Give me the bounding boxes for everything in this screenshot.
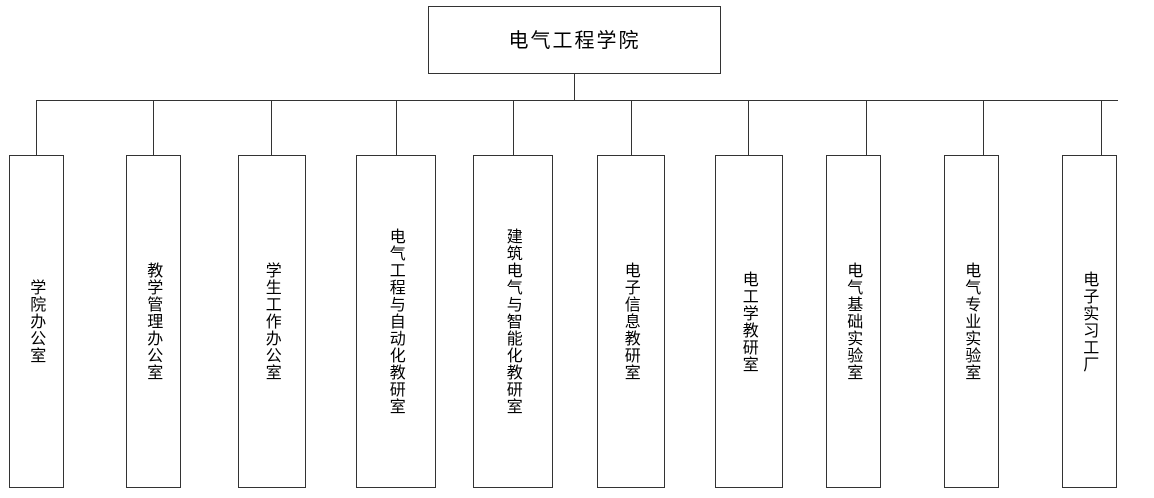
org-node-leaf-4-label: 电气工程与自动化教研室 — [386, 228, 406, 415]
org-node-leaf-1: 学院办公室 — [9, 155, 64, 488]
org-node-leaf-10-label: 电子实习工厂 — [1080, 270, 1100, 373]
org-node-leaf-8-label: 电气基础实验室 — [844, 262, 864, 381]
org-node-leaf-9: 电气专业实验室 — [944, 155, 999, 488]
org-node-leaf-4: 电气工程与自动化教研室 — [356, 155, 436, 488]
org-node-leaf-10: 电子实习工厂 — [1062, 155, 1117, 488]
connector-stem-5 — [513, 100, 514, 155]
org-node-leaf-9-label: 电气专业实验室 — [962, 262, 982, 381]
org-node-leaf-2: 教学管理办公室 — [126, 155, 181, 488]
org-node-leaf-8: 电气基础实验室 — [826, 155, 881, 488]
connector-root-stem — [574, 74, 575, 100]
connector-stem-4 — [396, 100, 397, 155]
connector-stem-7 — [748, 100, 749, 155]
org-node-leaf-1-label: 学院办公室 — [27, 279, 47, 364]
org-node-leaf-3: 学生工作办公室 — [238, 155, 306, 488]
org-node-root-label: 电气工程学院 — [508, 28, 641, 52]
connector-stem-2 — [153, 100, 154, 155]
org-node-leaf-6-label: 电子信息教研室 — [621, 262, 641, 381]
connector-stem-6 — [631, 100, 632, 155]
connector-stem-1 — [36, 100, 37, 155]
connector-stem-10 — [1101, 100, 1102, 155]
connector-stem-3 — [271, 100, 272, 155]
org-node-leaf-7-label: 电工学教研室 — [739, 270, 759, 373]
org-node-leaf-7: 电工学教研室 — [715, 155, 783, 488]
connector-stem-8 — [866, 100, 867, 155]
connector-stem-9 — [983, 100, 984, 155]
org-node-root: 电气工程学院 — [428, 6, 721, 74]
org-node-leaf-5-label: 建筑电气与智能化教研室 — [503, 228, 523, 415]
connector-horizontal-bus — [36, 100, 1118, 101]
org-node-leaf-5: 建筑电气与智能化教研室 — [473, 155, 553, 488]
org-node-leaf-3-label: 学生工作办公室 — [262, 262, 282, 381]
org-node-leaf-2-label: 教学管理办公室 — [144, 262, 164, 381]
org-node-leaf-6: 电子信息教研室 — [597, 155, 665, 488]
